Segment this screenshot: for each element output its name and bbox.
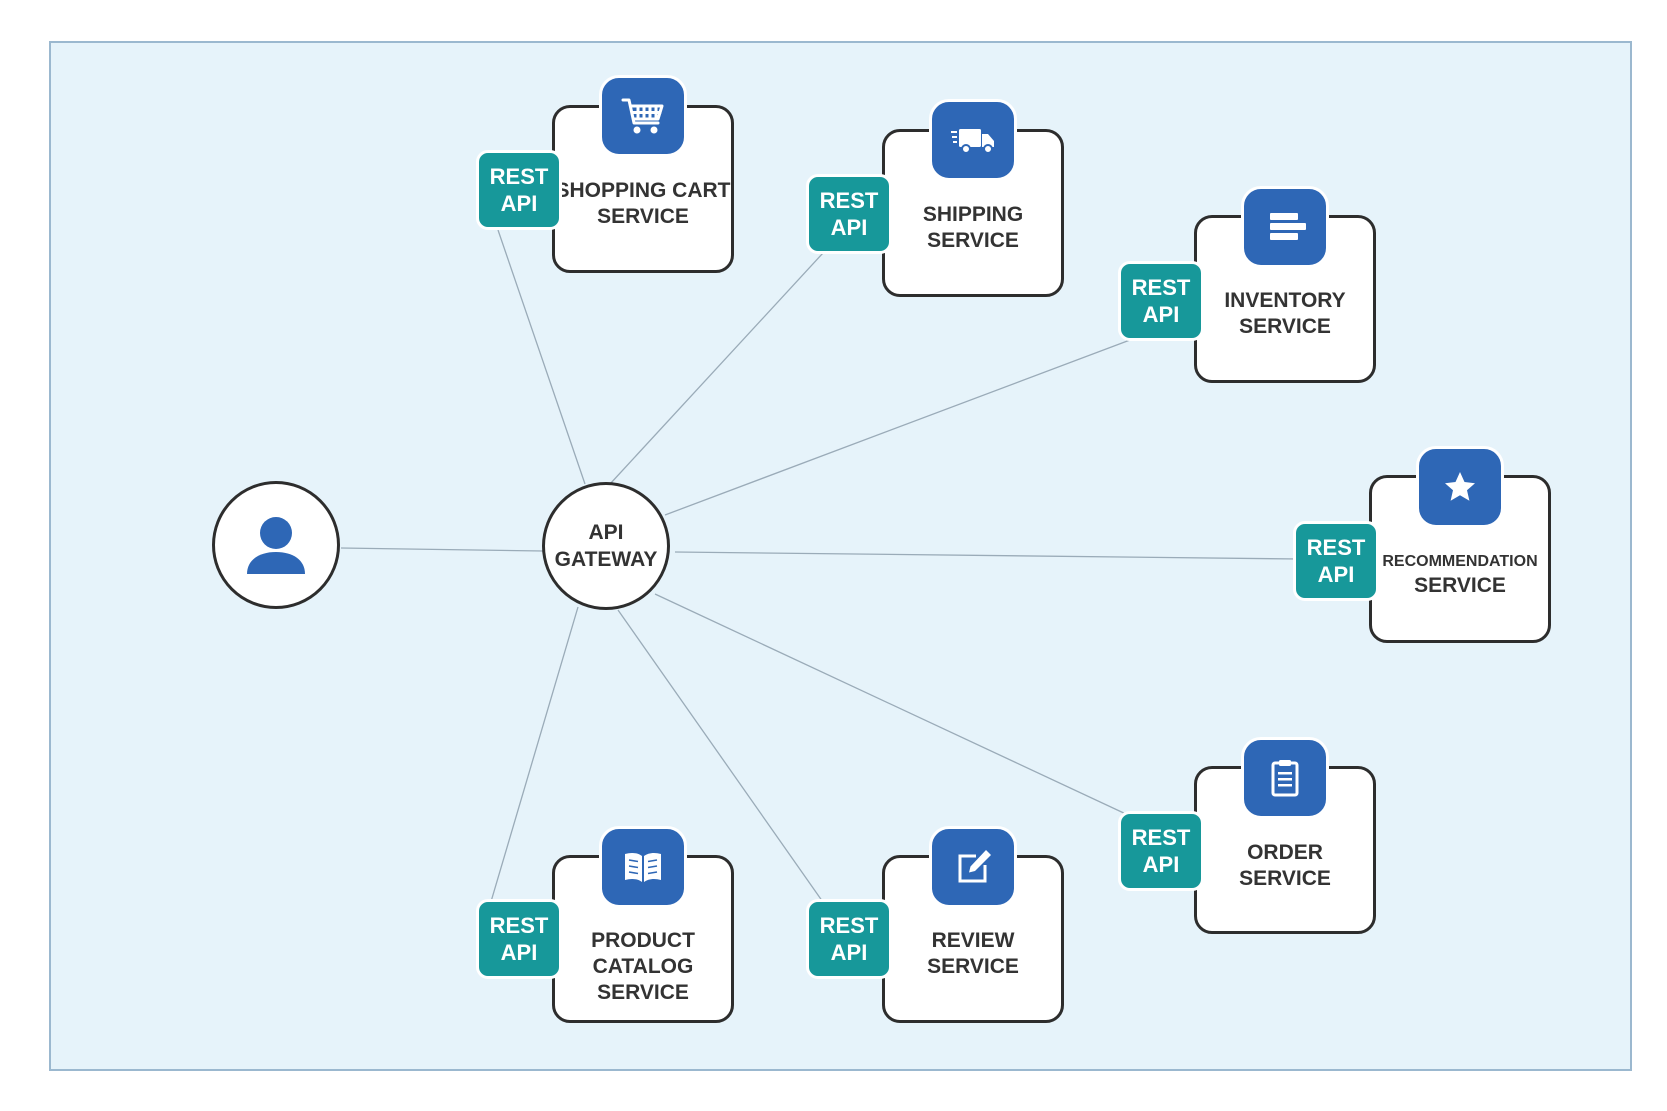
service-card-inventory <box>1194 215 1376 383</box>
link-gateway-shipping <box>609 252 824 485</box>
api-gateway-node: API GATEWAY <box>542 482 670 610</box>
star-icon <box>1445 472 1475 501</box>
open-book-icon <box>625 852 661 882</box>
recommendation-icon-tile <box>1416 446 1504 528</box>
order-icon-tile <box>1241 737 1329 819</box>
product-catalog-icon-tile <box>599 826 687 908</box>
link-gateway-inventory <box>664 339 1131 516</box>
shopping-cart-icon-tile <box>599 75 687 157</box>
clipboard-icon <box>1271 760 1299 797</box>
inventory-icon-tile <box>1241 186 1329 268</box>
link-user-gateway <box>340 547 544 552</box>
link-gateway-shopping-cart <box>497 229 586 485</box>
stacked-boxes-icon <box>1270 213 1306 240</box>
link-gateway-product-catalog <box>489 606 579 906</box>
user-node <box>212 481 340 609</box>
user-icon <box>247 517 305 574</box>
gateway-label-line2: GATEWAY <box>554 548 658 571</box>
link-gateway-review <box>617 609 826 906</box>
shopping-cart-icon <box>621 98 664 134</box>
review-icon-tile <box>929 826 1017 908</box>
shipping-icon-tile <box>929 99 1017 181</box>
edit-icon <box>958 850 991 883</box>
link-gateway-recommendation <box>674 551 1301 560</box>
delivery-truck-icon <box>951 129 994 154</box>
link-gateway-order <box>654 593 1129 816</box>
gateway-label-line1: API <box>588 521 624 544</box>
